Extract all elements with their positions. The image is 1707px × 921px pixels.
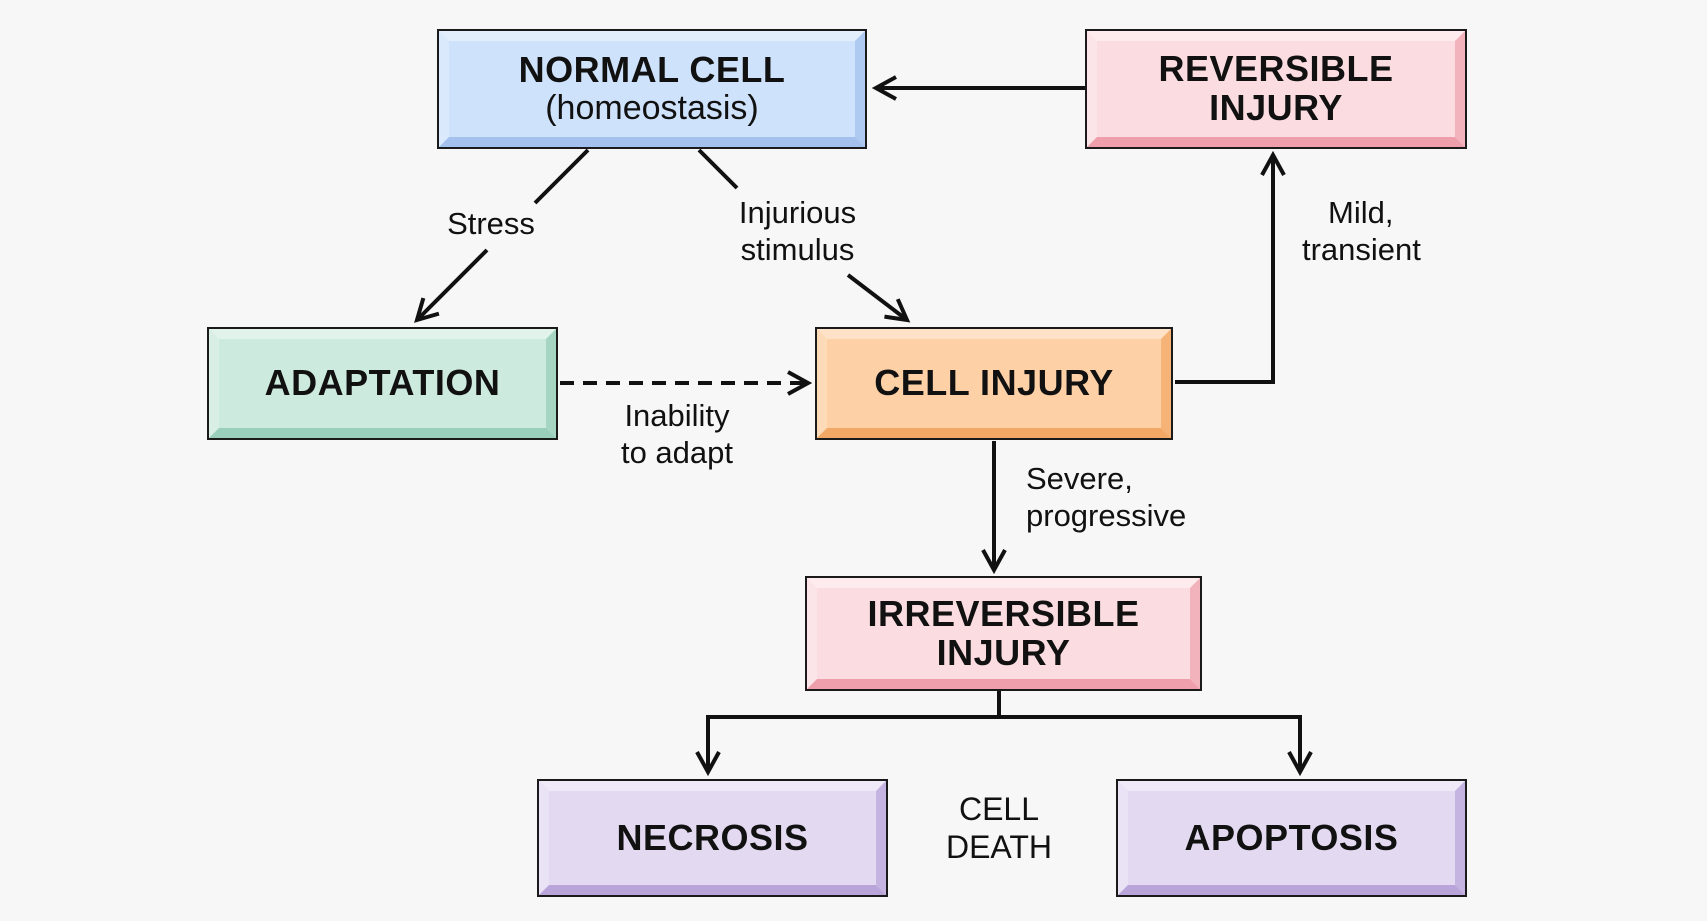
arrow-stress-upper bbox=[533, 148, 590, 205]
arrow-injurious-upper bbox=[697, 148, 739, 190]
label-stress-text: Stress bbox=[447, 206, 535, 241]
label-injurious-stimulus: Injurious stimulus bbox=[710, 194, 885, 268]
normal-cell-title: NORMAL CELL bbox=[518, 48, 786, 90]
label-injurious-line2: stimulus bbox=[740, 232, 855, 268]
irreversible-injury-title-line1: IRREVERSIBLE bbox=[867, 592, 1140, 634]
cell-injury-box: CELL INJURY bbox=[815, 327, 1173, 440]
irreversible-injury-title-line2: INJURY bbox=[936, 631, 1071, 673]
necrosis-title: NECROSIS bbox=[616, 816, 809, 858]
arrow-to-necrosis bbox=[708, 715, 999, 772]
necrosis-box: NECROSIS bbox=[537, 779, 888, 897]
arrow-to-apoptosis bbox=[999, 715, 1300, 772]
label-inability-to-adapt: Inability to adapt bbox=[597, 397, 757, 471]
label-injurious-line1: Injurious bbox=[738, 195, 857, 230]
irreversible-injury-box: IRREVERSIBLE INJURY bbox=[805, 576, 1202, 691]
label-inability-line1: Inability bbox=[624, 398, 730, 433]
apoptosis-title: APOPTOSIS bbox=[1184, 816, 1399, 858]
label-severe-line1: Severe, bbox=[1026, 461, 1133, 496]
label-cell-death-line2: DEATH bbox=[945, 829, 1053, 866]
label-stress: Stress bbox=[430, 205, 552, 242]
cell-injury-title: CELL INJURY bbox=[874, 362, 1114, 404]
arrow-injurious-lower bbox=[846, 273, 907, 320]
adaptation-box: ADAPTATION bbox=[207, 327, 558, 440]
adaptation-title: ADAPTATION bbox=[264, 362, 501, 404]
reversible-injury-title-line1: REVERSIBLE bbox=[1158, 48, 1394, 90]
label-mild-line2: transient bbox=[1302, 232, 1421, 268]
label-severe-progressive: Severe, progressive bbox=[1026, 460, 1226, 534]
apoptosis-box: APOPTOSIS bbox=[1116, 779, 1467, 897]
reversible-injury-title-line2: INJURY bbox=[1209, 87, 1343, 128]
reversible-injury-box: REVERSIBLE INJURY bbox=[1085, 29, 1467, 149]
label-mild-line1: Mild, bbox=[1328, 195, 1394, 230]
normal-cell-subtitle: (homeostasis) bbox=[545, 88, 759, 127]
arrow-mild-transient bbox=[1175, 155, 1273, 384]
label-cell-death-line1: CELL bbox=[958, 791, 1040, 827]
normal-cell-box: NORMAL CELL (homeostasis) bbox=[437, 29, 867, 149]
arrow-stress-lower bbox=[417, 248, 489, 320]
label-mild-transient: Mild, transient bbox=[1302, 194, 1472, 268]
label-cell-death: CELL DEATH bbox=[920, 790, 1078, 867]
label-severe-line2: progressive bbox=[1026, 498, 1187, 534]
label-inability-line2: to adapt bbox=[620, 435, 734, 471]
